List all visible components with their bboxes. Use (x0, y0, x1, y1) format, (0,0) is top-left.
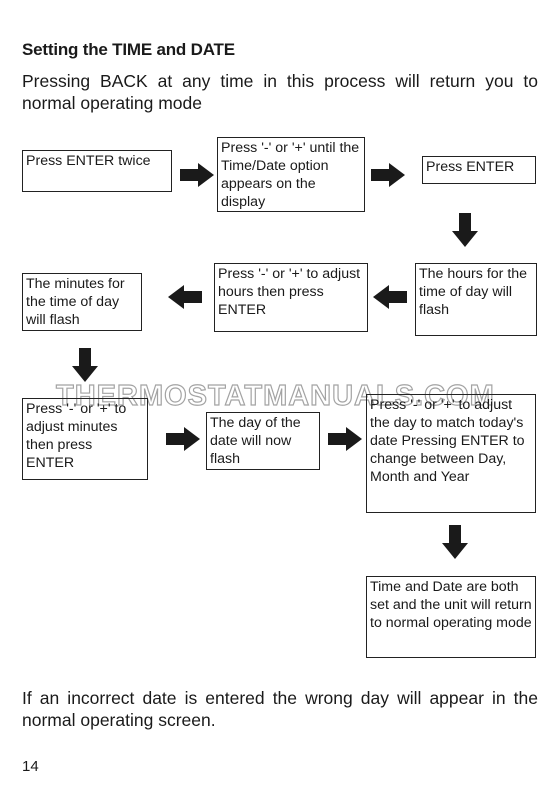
arrow-right-icon (371, 163, 405, 187)
arrow-left-icon (373, 285, 407, 309)
flow-step-4: The hours for the time of day will flash (415, 263, 537, 336)
flow-step-3: Press ENTER (422, 156, 536, 184)
arrow-down-icon (442, 525, 468, 559)
arrow-down-icon (452, 213, 478, 247)
flow-step-7: Press '-' or '+' to adjust minutes then … (22, 398, 148, 480)
flow-step-8: The day of the date will now flash (206, 412, 320, 470)
flow-step-10: Time and Date are both set and the unit … (366, 576, 536, 658)
arrow-right-icon (328, 427, 362, 451)
watermark-logo: THERMOSTATMANUALS.COM (55, 379, 495, 412)
arrow-down-icon (72, 348, 98, 382)
arrow-right-icon (180, 163, 214, 187)
intro-paragraph: Pressing BACK at any time in this proces… (22, 71, 538, 113)
flow-step-5: Press '-' or '+' to adjust hours then pr… (214, 263, 368, 332)
footer-paragraph: If an incorrect date is entered the wron… (22, 688, 538, 730)
arrow-right-icon (166, 427, 200, 451)
page-heading: Setting the TIME and DATE (22, 40, 235, 59)
flow-step-2: Press '-' or '+' until the Time/Date opt… (217, 137, 365, 212)
flow-step-1: Press ENTER twice (22, 150, 172, 192)
flow-step-6: The minutes for the time of day will fla… (22, 273, 142, 331)
flow-step-9: Press '-' or '+' to adjust the day to ma… (366, 394, 536, 513)
arrow-left-icon (168, 285, 202, 309)
page-number: 14 (22, 758, 39, 775)
